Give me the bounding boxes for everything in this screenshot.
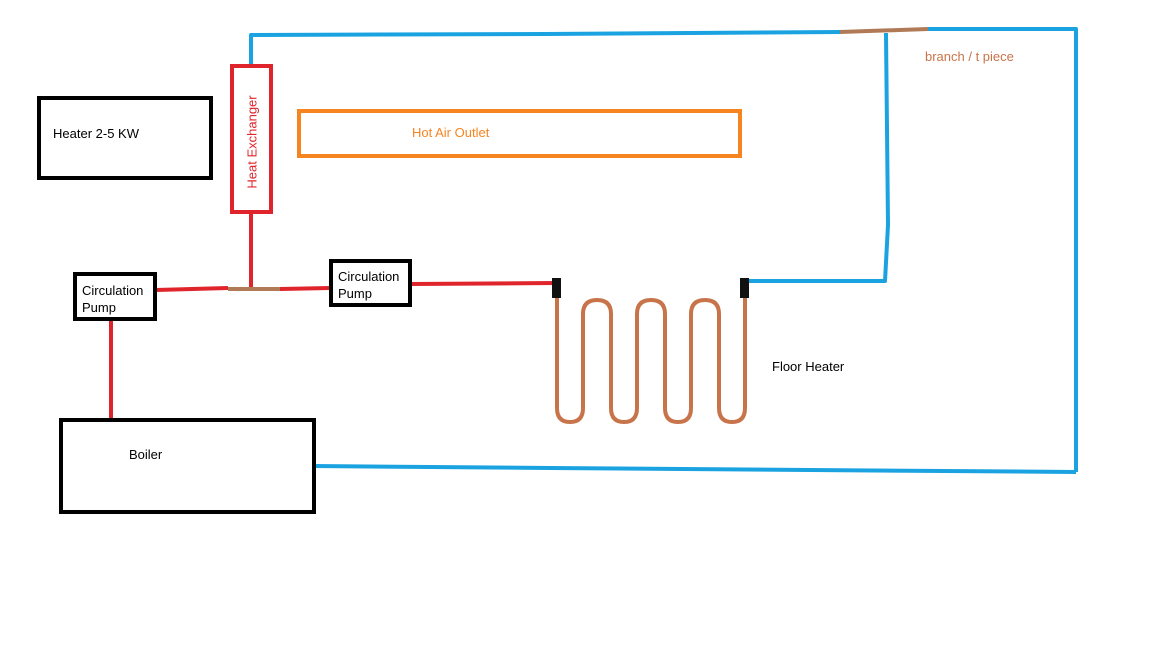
circulation-pump-left-box [73,272,157,321]
coil-fitting-right [740,278,749,298]
circulation-pump-right-label: Circulation Pump [338,269,400,301]
hot-air-outlet-box [297,109,742,158]
hot-pipe-left-segment [155,286,229,292]
circulation-pump-left-label: Circulation Pump [82,283,144,315]
hot-pipe-to-floor [410,281,556,286]
boiler-box [59,418,316,514]
hot-pipe-network [109,212,556,420]
cold-pipe-network [249,27,1078,474]
heater-label: Heater 2-5 KW [53,126,139,141]
floor-heater-coil [555,298,747,424]
cold-pipe-top-right [928,27,1078,472]
floor-heater-label: Floor Heater [772,359,845,374]
heat-exchanger-box [230,64,273,214]
boiler-label: Boiler [129,447,163,462]
coil-fitting-left [552,278,561,298]
circulation-pump-right-box [329,259,412,307]
branch-t-piece-label: branch / t piece [925,49,1014,64]
branch-t-piece-connector [839,27,929,34]
heater-box [37,96,213,180]
hot-air-outlet-label: Hot Air Outlet [412,125,490,140]
cold-pipe-bottom-return [312,464,1077,474]
hot-pipe-mid-segment [279,286,331,291]
cold-pipe-top [249,30,841,66]
heat-exchanger-label: Heat Exchanger [244,95,260,189]
cold-pipe-branch-down [747,32,890,283]
